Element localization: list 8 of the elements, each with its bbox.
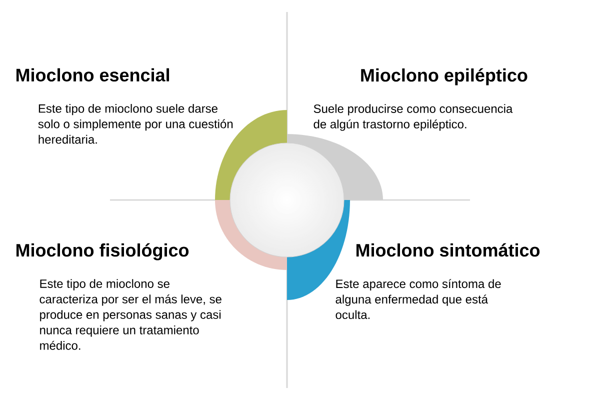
description: Este tipo de mioclono suele darse solo o simplemente por una cuestión hereditaria. xyxy=(38,104,233,144)
description: Este aparece como síntoma de alguna enfermedad que está oculta. xyxy=(336,279,501,320)
heading: Mioclono esencial xyxy=(16,68,170,82)
description: Este tipo de mioclono se caracteriza por ser el más leve, se produce en personas sanas y casi nunca requiere un tratamiento médico. xyxy=(40,279,222,350)
description: Suele producirse como consecuencia de algún trastorno epiléptico. xyxy=(314,104,513,131)
heading: Mioclono epiléptico xyxy=(361,68,528,86)
heading: Mioclono sintomático xyxy=(356,243,540,257)
heading: Mioclono fisiológico xyxy=(16,243,189,260)
